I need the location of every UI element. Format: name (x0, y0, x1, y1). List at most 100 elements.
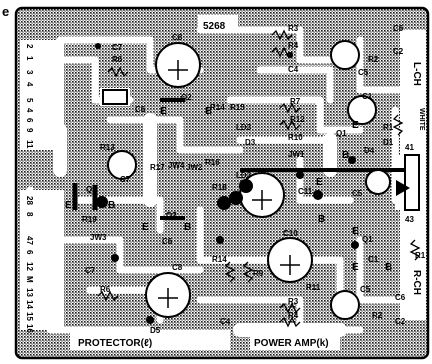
label-r16: R16 (205, 158, 220, 167)
pin-13: 13 (25, 288, 34, 297)
label-jw1: JW1 (288, 150, 305, 159)
pin-8: 8 (25, 212, 34, 217)
label-c5-mid: C5 (352, 189, 363, 198)
label-q2-top: Q2 (181, 93, 192, 102)
label-d3: D3 (245, 138, 256, 147)
label-jw2: JW2 (186, 163, 203, 172)
label-r2-top: R2 (368, 55, 379, 64)
label-r1-top: R1 (383, 123, 394, 132)
label-ld3-a: LD3 (236, 123, 252, 132)
label-r15: R15 (230, 103, 245, 112)
label-c6-bottom: C6 (395, 293, 406, 302)
label-d1: D1 (383, 138, 394, 147)
protector-label: PROTECTOR(ℓ) (78, 338, 152, 349)
label-r2-bottom: R2 (372, 311, 383, 320)
terminal-e-5: E (352, 120, 359, 131)
pin-14: 14 (25, 300, 34, 309)
label-r19: R19 (82, 215, 97, 224)
label-41: 41 (405, 143, 414, 152)
terminal-e-1: E (160, 106, 167, 117)
label-r14-b: R14 (212, 255, 227, 264)
label-r3-bottom: R3 (288, 297, 299, 306)
terminal-e-6: E (352, 226, 359, 237)
figure-letter: e (2, 4, 9, 19)
terminal-b-6: B (385, 262, 392, 273)
terminal-e-4: E (316, 177, 323, 188)
pin-15: 15 (25, 312, 34, 321)
diode-arrow (396, 180, 410, 196)
label-c7-bottom: C7 (85, 266, 96, 275)
terminal-e-7: E (352, 262, 359, 273)
pin-6b: 6 (25, 250, 34, 255)
terminal-b-3: B (184, 222, 191, 233)
label-c1-mid: C1 (368, 255, 379, 264)
pin-number-column: 2 1 3 4 5 4 6 9 11 28 8 47 6 12 M 13 14 … (25, 44, 34, 333)
label-c4-bottom: C4 (220, 317, 231, 326)
pin-12: 12 (25, 262, 34, 271)
pin-47: 47 (25, 236, 34, 245)
pin-4: 4 (25, 82, 34, 87)
label-c1-top: C1 (362, 92, 373, 101)
label-q1-top: Q1 (336, 129, 347, 138)
terminal-b-4: B (318, 214, 325, 225)
label-r4-top: R4 (288, 41, 299, 50)
left-channel-label: L-CH (411, 62, 422, 86)
label-r6-bottom: R6 (100, 285, 111, 294)
terminal-b-1: B (205, 106, 212, 117)
label-r10: R10 (288, 133, 303, 142)
label-r6-top: R6 (112, 55, 123, 64)
right-channel-label: R-CH (411, 270, 422, 295)
label-c5-bottom: C5 (360, 285, 371, 294)
label-r18: R18 (212, 183, 227, 192)
label-r11: R11 (306, 283, 321, 292)
label-c6-left: C6 (135, 105, 146, 114)
label-r12: R12 (290, 115, 305, 124)
terminal-b-2: B (108, 200, 115, 211)
label-d5: D5 (150, 326, 161, 335)
label-c10: C10 (283, 229, 298, 238)
label-r13: R13 (100, 143, 115, 152)
label-43: 43 (405, 215, 414, 224)
board-number: 5268 (203, 21, 226, 32)
label-r4-bottom: R4 (288, 311, 299, 320)
label-c5-top: C5 (358, 68, 369, 77)
label-c2-bottom: C2 (395, 317, 406, 326)
terminal-b-5: B (342, 150, 349, 161)
label-c8-top: C8 (172, 33, 183, 42)
label-jw3: JW3 (90, 233, 107, 242)
solder-pads (95, 43, 359, 324)
label-r7: R7 (290, 97, 301, 106)
label-c2-top: C2 (393, 47, 404, 56)
cap-markings (158, 60, 300, 308)
terminal-e-3: E (142, 222, 149, 233)
label-c4-top: C4 (288, 65, 299, 74)
capacitor-c5-top (330, 40, 360, 70)
label-q2-mid: Q2 (166, 211, 177, 220)
power-amp-label: POWER AMP(k) (254, 338, 329, 349)
label-c6-top: C6 (393, 24, 404, 33)
pin-16: 16 (25, 324, 34, 333)
pin-9: 9 (25, 128, 34, 133)
label-r17: R17 (150, 163, 165, 172)
label-q1-mid: Q1 (362, 235, 373, 244)
label-c8-bottom: C8 (172, 263, 183, 272)
pin-4b: 4 (25, 108, 34, 113)
label-ld3-b: LD3 (236, 171, 252, 180)
label-r1-mid: R1 (415, 251, 426, 260)
label-jw4: JW4 (168, 161, 185, 170)
white-label: WHITE (418, 108, 425, 131)
label-c11: C11 (298, 187, 313, 196)
pin-m: M (25, 276, 34, 283)
capacitor-c5-mid (330, 290, 360, 320)
terminal-e-2: E (65, 200, 72, 211)
pin-28: 28 (25, 196, 34, 205)
label-r14: R14 (210, 103, 225, 112)
label-r9: R9 (253, 269, 264, 278)
pin-6: 6 (25, 118, 34, 123)
connector-block (404, 154, 420, 211)
label-r3-top: R3 (288, 24, 299, 33)
capacitor-c7 (107, 150, 137, 180)
pin-11: 11 (25, 140, 34, 149)
resistor-symbols (97, 29, 421, 328)
